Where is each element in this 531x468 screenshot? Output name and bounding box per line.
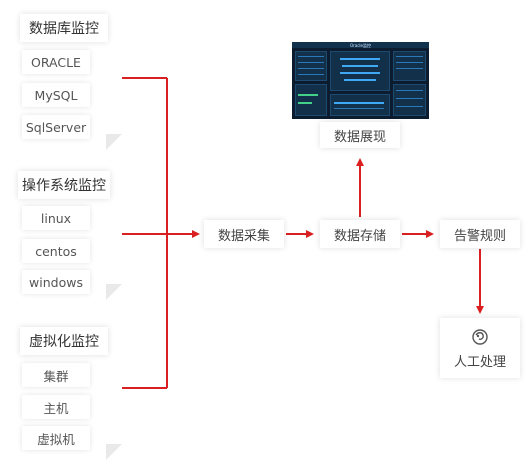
os-item-centos: centos xyxy=(22,239,90,263)
virtual-item-host: 主机 xyxy=(22,395,90,419)
database-item-oracle: ORACLE xyxy=(22,50,90,74)
node-manual-process: 人工处理 xyxy=(440,318,520,378)
os-item-linux: linux xyxy=(22,206,90,230)
virtual-item-vm: 虚拟机 xyxy=(22,426,90,450)
database-item-sqlserver: SqlServer xyxy=(22,115,90,139)
database-monitor-title: 数据库监控 xyxy=(20,14,108,42)
node-data-collect: 数据采集 xyxy=(204,220,284,248)
dashboard-thumbnail: Oracle监控 xyxy=(292,42,429,119)
database-item-mysql: MySQL xyxy=(22,83,90,107)
node-alert-rules: 告警规则 xyxy=(440,220,520,248)
virtual-item-cluster: 集群 xyxy=(22,363,90,387)
os-monitor-title: 操作系统监控 xyxy=(18,171,110,199)
dashboard-title: Oracle监控 xyxy=(349,43,371,48)
virtual-monitor-title: 虚拟化监控 xyxy=(20,327,108,355)
manual-process-label: 人工处理 xyxy=(453,354,506,370)
os-item-windows: windows xyxy=(22,270,90,294)
node-data-display: 数据展现 xyxy=(320,122,400,148)
hand-icon xyxy=(470,327,490,351)
node-data-store: 数据存储 xyxy=(320,220,400,248)
